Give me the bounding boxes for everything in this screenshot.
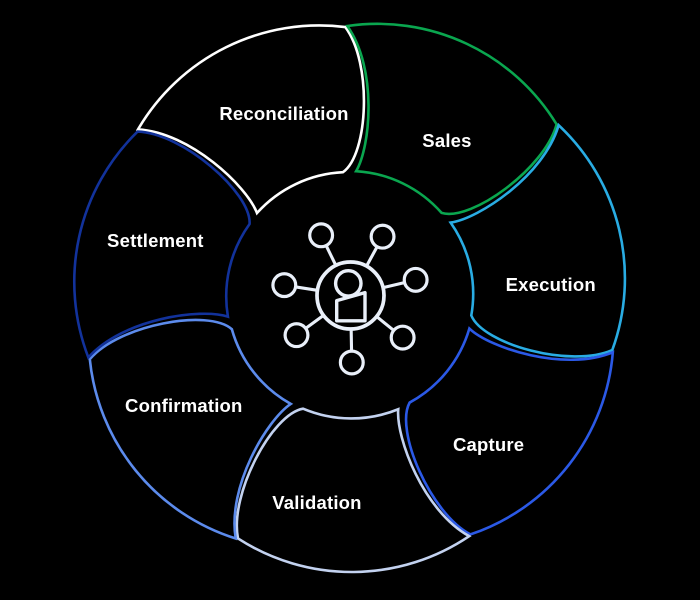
petal-validation [235,407,472,574]
segment-label-execution: Execution [505,274,596,296]
segment-label-reconciliation: Reconciliation [219,102,349,124]
person-body-icon [335,290,367,323]
satellite-node-icon [283,322,310,349]
petal-settlement [73,130,251,360]
petal-execution [448,122,627,358]
petal-reconciliation [135,24,366,216]
hub-spoke [365,245,379,267]
petal-confirmation [88,318,294,541]
satellite-node-icon [271,272,298,299]
hub-spoke [304,314,324,330]
person-head-icon [333,268,363,298]
segment-label-confirmation: Confirmation [125,395,243,417]
satellite-node-icon [308,222,335,249]
segment-label-settlement: Settlement [107,230,204,252]
hub-spoke [324,244,337,266]
satellite-node-icon [338,349,365,376]
segment-label-capture: Capture [452,433,525,455]
satellite-node-icon [369,223,396,250]
satellite-node-icon [389,324,416,351]
petal-group [73,22,627,574]
satellite-node-icon [402,266,429,293]
hub-spoke [376,316,396,332]
petal-capture [404,326,615,536]
person-network-icon [271,222,429,376]
segment-label-sales: Sales [422,129,472,151]
petal-sales [345,22,558,216]
hub-ring-icon [315,260,386,331]
hub-spoke [294,285,318,292]
segment-label-validation: Validation [272,492,362,514]
hub-spoke [383,281,406,289]
